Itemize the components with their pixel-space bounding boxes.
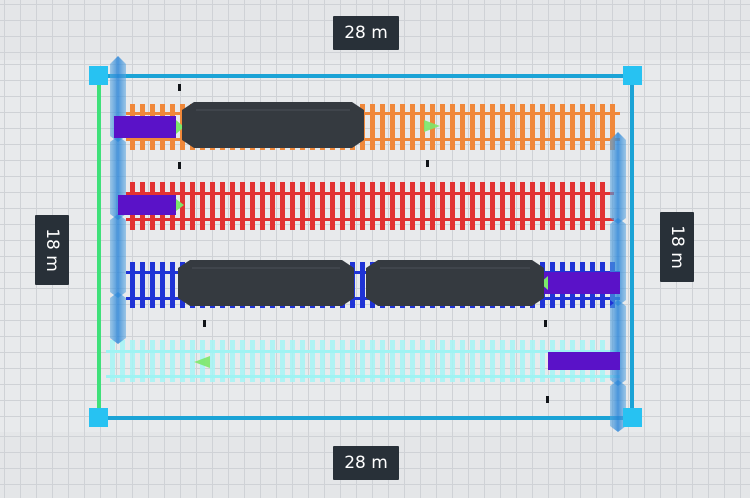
corner-handle-top-left[interactable] [89,66,108,85]
dimension-text-top: 28 m [344,23,388,43]
buffer-stop-red[interactable] [118,195,184,215]
buffer-stop-orange[interactable] [114,116,184,138]
dimension-label-right: 18 m [660,212,694,282]
direction-arrow-orange [424,120,440,132]
layout-frame[interactable] [97,74,634,420]
floor-band-bottom [0,432,750,498]
track-red[interactable] [126,182,614,230]
railcar[interactable] [182,102,364,148]
railcar[interactable] [366,260,544,306]
dimension-label-top: 28 m [333,16,399,50]
corner-handle-bottom-left[interactable] [89,408,108,427]
dimension-label-bottom: 28 m [333,446,399,480]
track-markers [178,84,549,403]
buffer-stop-blue[interactable] [540,272,620,294]
dimension-label-left: 18 m [35,215,69,285]
track-cyan[interactable] [106,340,620,382]
dimension-text-left: 18 m [42,228,63,272]
buffer-stop-cyan[interactable] [548,352,620,370]
direction-arrow-cyan [194,356,210,368]
railcar[interactable] [178,260,354,306]
right-posts [610,132,626,432]
corner-handle-bottom-right[interactable] [623,408,642,427]
corner-handle-top-right[interactable] [623,66,642,85]
dimension-text-bottom: 28 m [344,453,388,473]
dimension-text-right: 18 m [667,225,688,269]
